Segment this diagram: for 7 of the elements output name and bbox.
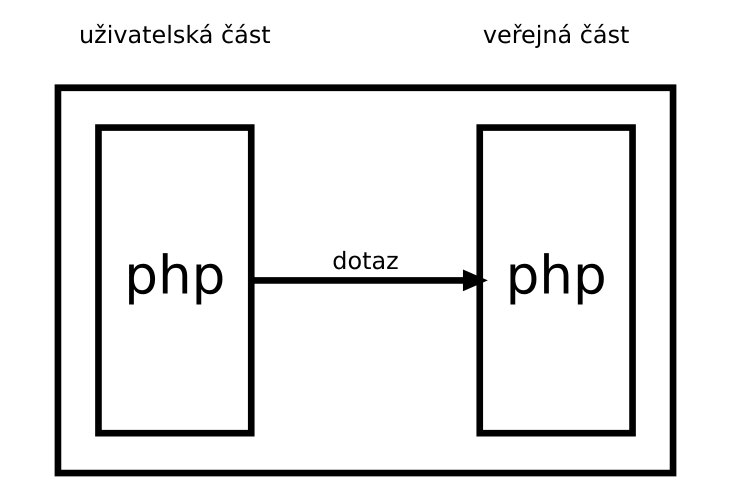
label: uživatelská část: [79, 21, 271, 50]
arrow: [252, 269, 488, 292]
label: veřejná část: [482, 21, 630, 50]
node-box: php: [95, 124, 255, 436]
cluster: [54, 84, 676, 476]
edge-label: dotaz: [332, 246, 399, 275]
node-box: php: [476, 124, 636, 436]
